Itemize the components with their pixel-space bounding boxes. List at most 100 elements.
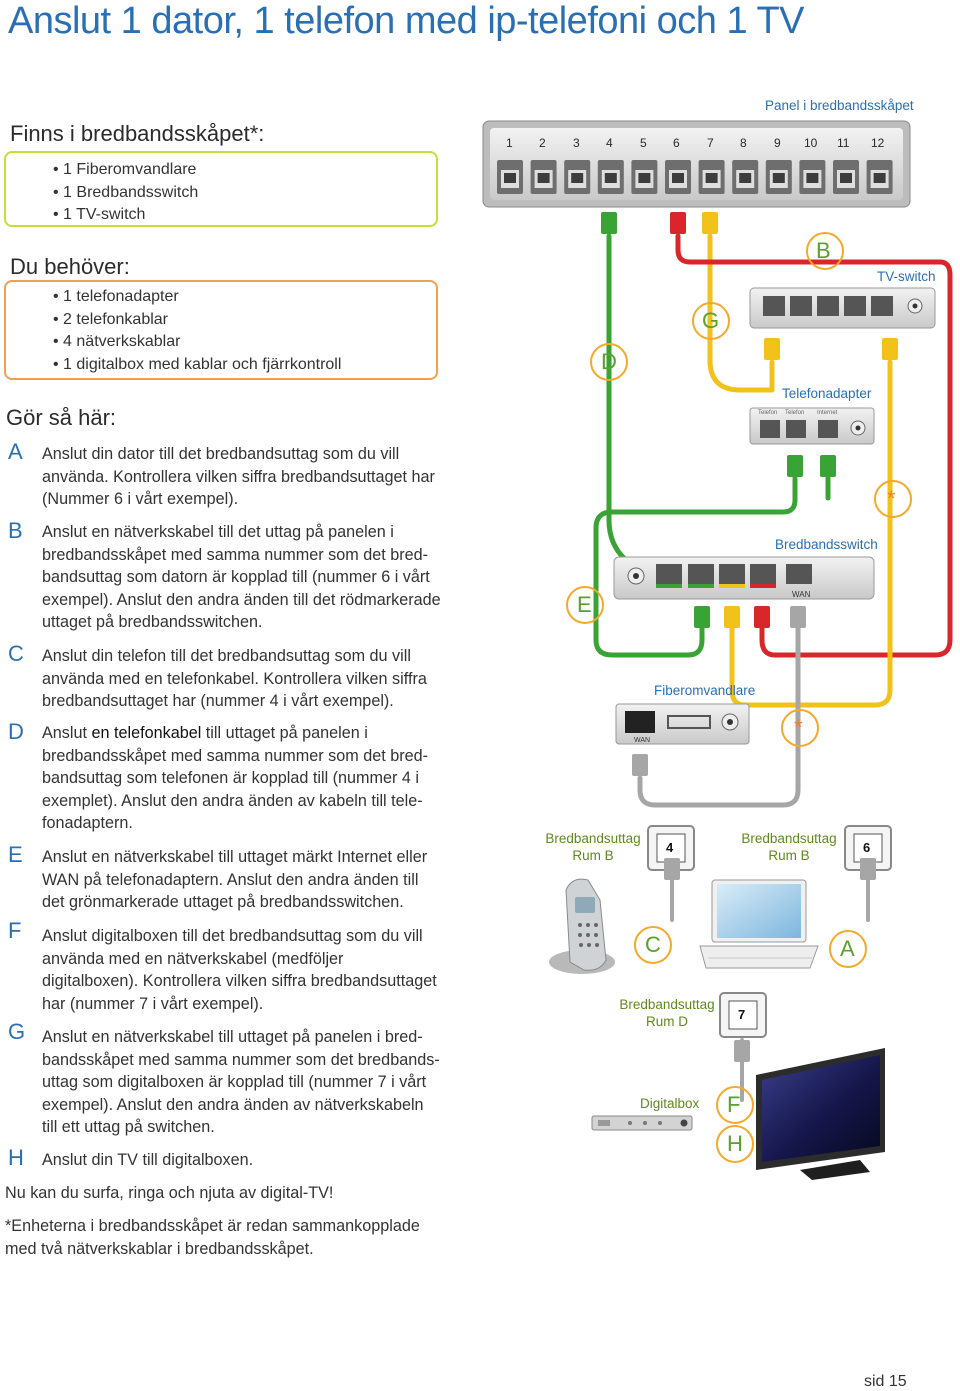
diagram-letter-d: D [601,349,617,374]
cable-tv-bb [729,359,893,708]
fiber-wan-label: WAN [634,737,651,744]
tv [756,1048,885,1180]
panel-port-hole [772,173,785,183]
diagram-letter-f-ring [716,1086,754,1124]
outlet-4-number: 4 [666,840,674,855]
panel-port-number: 3 [573,136,580,150]
cable-b [675,233,953,658]
diagram-asterisk-2: * [794,715,803,740]
step-letter-e: E [8,842,23,867]
diagram-letter-c-ring [634,926,672,964]
step-letter-d: D [8,719,24,744]
footnote-text: *Enheterna i bredbandsskåpet är redan sa… [5,1217,420,1258]
closing-text: Nu kan du surfa, ringa och njuta av digi… [5,1184,334,1202]
step-letter-b: B [8,518,23,543]
fiber-converter [615,703,750,776]
panel-label: Panel i bredbandsskåpet [765,98,914,113]
diagram-letter-a: A [840,936,855,961]
step-text-d-highlight: en telefonkabel [91,724,202,742]
panel-port-number: 9 [774,136,781,150]
step-text-d-before: Anslut [42,724,92,742]
diagram-asterisk-1: * [887,486,896,511]
phone-adapter-label: Telefonadapter [782,386,872,401]
diagram-asterisk-2-ring [781,709,819,747]
panel-port-hole [537,173,550,183]
step-text-h: Anslut din TV till digitalboxen. [42,1151,254,1169]
diagram-letter-d-ring [590,343,628,381]
fiber-converter-label: Fiberomvandlare [654,683,756,698]
panel-port-hole [672,173,684,183]
panel-port-number: 2 [539,136,546,150]
patch-panel-ports [497,160,893,194]
step-text-c: Anslut din telefon till det bredbandsutt… [42,647,427,711]
step-letter-f: F [8,918,22,943]
in-cabinet-item: 1 Bredbandsswitch [53,182,436,205]
phone-adapter-port-label: Telefon [758,410,778,416]
step-letter-h: H [8,1145,24,1170]
phone-adapter-port-label: Internet [817,410,838,416]
you-need-item: 4 nätverkskablar [53,331,436,354]
step-text-a: Anslut din dator till det bredbandsuttag… [42,445,435,509]
diagram-letter-g-ring [692,302,730,340]
diagram-letter-g: G [702,308,720,333]
phone-adapter [749,407,875,477]
phone-adapter-port-label: Telefon [785,410,805,416]
in-cabinet-box: 1 Fiberomvandlare 1 Bredbandsswitch 1 TV… [4,151,438,227]
diagram-letter-f: F [727,1092,741,1117]
outlet-7-line2: Rum D [645,1014,688,1029]
outlet-7-number: 7 [738,1007,746,1022]
outlet-4-line1: Bredbandsuttag [545,831,641,846]
step-letter-a: A [8,439,23,464]
digitalbox-label: Digitalbox [640,1096,700,1111]
panel-port-hole [604,173,617,183]
step-letter-g: G [8,1019,26,1044]
outlet-4-line2: Rum B [572,848,614,863]
step-text-g: Anslut en nätverkskabel till uttaget på … [42,1028,440,1137]
diagram-letter-b-ring [806,232,844,270]
step-letter-c: C [8,641,24,666]
digitalbox-graphic [591,1115,693,1131]
step-text-d: Anslut en telefonkabel till uttaget på p… [42,722,442,835]
outlet-7-graphic [719,992,767,1062]
diagram-letter-e-ring [566,586,604,624]
panel-port-number: 6 [673,136,680,150]
broadband-switch-label: Bredbandsswitch [775,537,878,552]
tv-switch [749,287,936,360]
outlet-4-label: Bredbandsuttag Rum B [545,830,641,864]
outlet-6-graphic [844,825,892,880]
broadband-switch [613,556,875,628]
outlet-6-line1: Bredbandsuttag [741,831,837,846]
diagram-letter-h: H [727,1131,743,1156]
in-cabinet-heading: Finns i bredbandsskåpet*: [10,121,265,146]
panel-port-hole [840,173,852,183]
step-text-d-after: till uttaget på panelen i bredbandsskåpe… [42,724,428,833]
you-need-item: 2 telefonkablar [53,309,436,332]
panel-port-number: 11 [837,136,850,150]
panel-port-number: 7 [707,136,714,150]
diagram-letter-b: B [816,238,831,263]
step-text-f: Anslut digitalboxen till det bredbandsut… [42,927,437,1013]
panel-port-number: 5 [640,136,647,150]
cordless-phone [549,878,615,974]
panel-port-numbers: 1 2 3 4 5 6 7 8 9 10 11 12 [500,136,890,152]
you-need-heading: Du behöver: [10,254,130,279]
panel-port-hole [571,173,584,183]
panel-port-number: 1 [506,136,513,150]
switch-wan-label: WAN [792,590,811,599]
cable-e [593,475,798,658]
howto-heading: Gör så här: [6,405,117,430]
page-number: sid 15 [864,1373,907,1390]
page-title: Anslut 1 dator, 1 telefon med ip-telefon… [8,0,805,42]
you-need-box: 1 telefonadapter 2 telefonkablar 4 nätve… [4,280,438,380]
panel-plugs [601,212,718,234]
laptop [699,879,819,969]
outlet-6-number: 6 [863,840,871,855]
panel-port-number: 10 [804,136,818,150]
outlet-7-line1: Bredbandsuttag [619,997,715,1012]
panel-port-hole [504,173,516,183]
diagram-letter-a-ring [829,930,867,968]
outlet-4-graphic [647,825,695,880]
outlet-6-line2: Rum B [768,848,810,863]
diagram-asterisk-1-ring [874,480,912,518]
outlet-6-label: Bredbandsuttag Rum B [741,830,837,864]
